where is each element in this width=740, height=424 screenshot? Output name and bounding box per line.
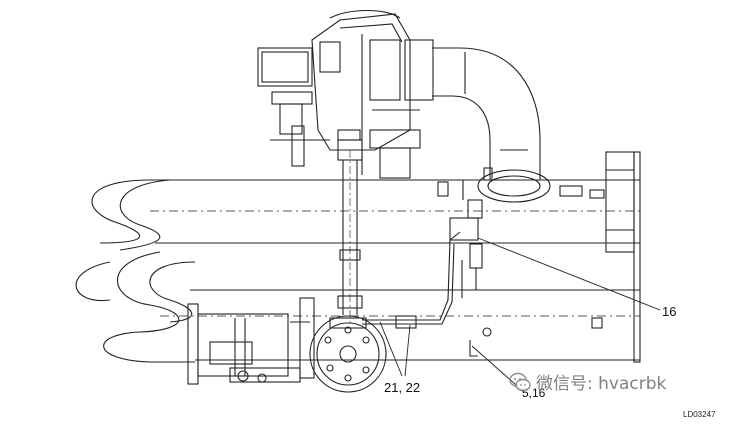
vertical-pipe [337,139,363,325]
circular-vessel [309,315,387,393]
watermark: 微信号: hvacrbk [508,369,666,394]
drawing-number: LD03247 [683,410,716,419]
wechat-icon [509,372,531,391]
refrigerant-tubing [362,180,492,357]
callout-label-5-16: 5,16 [522,386,546,400]
compressor-assembly [257,10,434,179]
upper-shell [91,151,641,363]
callout-label-16: 16 [662,304,677,319]
watermark-text: 微信号: hvacrbk [536,374,667,394]
discharge-elbow [432,47,551,203]
lower-shell [75,242,640,385]
callout-label-21-22: 21, 22 [384,380,421,395]
